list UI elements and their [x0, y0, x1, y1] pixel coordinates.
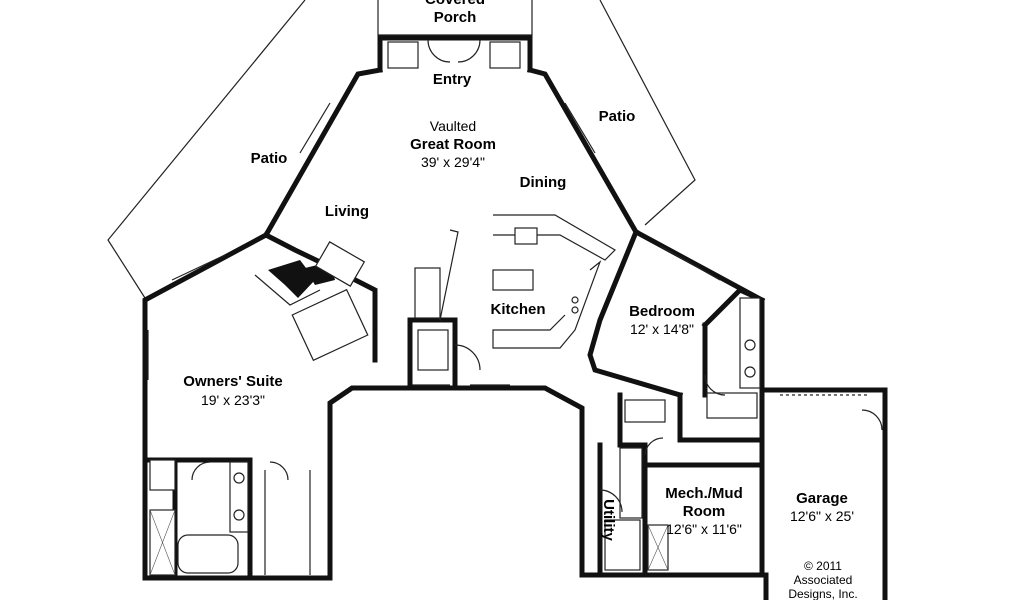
owners-suite-dims: 19' x 23'3": [201, 392, 265, 408]
kitchen-cabinets: [492, 214, 616, 349]
living-label: Living: [325, 203, 369, 220]
room-labels: Covered Porch Entry Patio Patio Vaulted …: [183, 0, 857, 600]
great-room-dims: 39' x 29'4": [421, 154, 485, 170]
great-room-label: Great Room: [410, 136, 496, 153]
covered-porch-label-2: Porch: [434, 9, 477, 26]
patio-right-label: Patio: [599, 108, 636, 125]
entry-doors: [387, 39, 521, 69]
kitchen-label: Kitchen: [490, 301, 545, 318]
garage-doors: [780, 394, 883, 431]
bedroom-dims: 12' x 14'8": [630, 321, 694, 337]
mech-mud-label-2: Room: [683, 503, 726, 520]
fireplace: [254, 241, 369, 362]
owners-bath: [149, 459, 311, 576]
covered-porch: [377, 0, 533, 36]
bedroom-label: Bedroom: [629, 303, 695, 320]
mech-mud-dims: 12'6" x 11'6": [666, 521, 742, 537]
mech-mud-label-1: Mech./Mud: [665, 485, 743, 502]
bedroom-bath: [624, 297, 761, 423]
interior-walls: [147, 228, 766, 581]
patio-left-label: Patio: [251, 150, 288, 167]
garage-dims: 12'6" x 25': [790, 508, 854, 524]
utility-label: Utility: [600, 499, 617, 541]
great-room-vaulted-label: Vaulted: [430, 118, 476, 134]
stair-partition: [414, 229, 481, 371]
owners-suite-label: Owners' Suite: [183, 373, 282, 390]
entry-label: Entry: [433, 71, 472, 88]
copyright-line-3: Designs, Inc.: [788, 587, 857, 600]
exterior-walls: [142, 35, 888, 600]
copyright-line-2: Associated: [794, 573, 853, 587]
garage-label: Garage: [796, 490, 848, 507]
copyright-line-1: © 2011: [804, 559, 842, 573]
dining-label: Dining: [520, 174, 567, 191]
windows: [147, 102, 721, 386]
covered-porch-label-1: Covered: [425, 0, 485, 8]
patio-outlines: [107, 0, 696, 299]
utility-fixtures: [599, 437, 669, 571]
